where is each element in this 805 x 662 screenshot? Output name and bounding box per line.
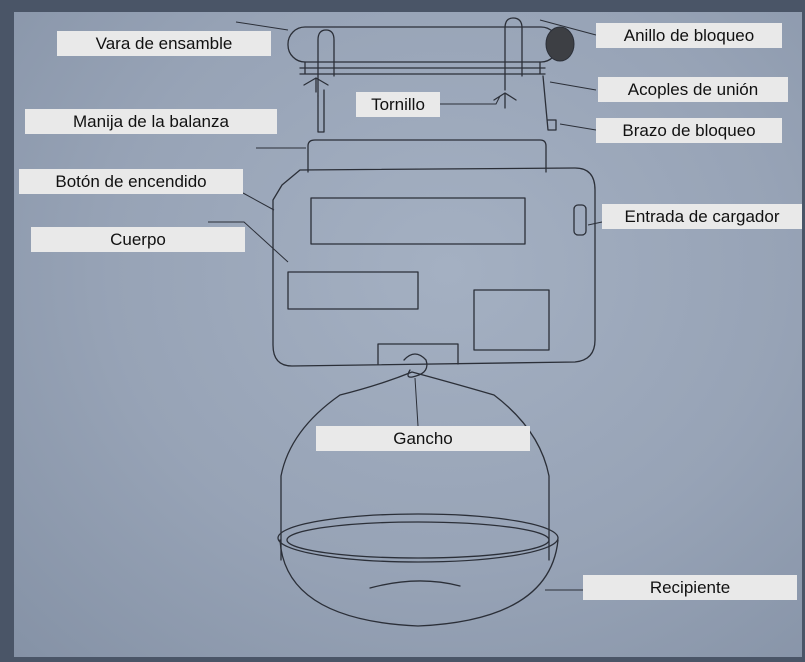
label-acoples-de-union: Acoples de unión <box>598 77 788 102</box>
hanging-bow <box>280 371 550 561</box>
label-brazo-de-bloqueo: Brazo de bloqueo <box>596 118 782 143</box>
label-tornillo: Tornillo <box>356 92 440 117</box>
label-manija-de-la-balanza: Manija de la balanza <box>25 109 277 134</box>
label-vara-de-ensamble: Vara de ensamble <box>57 31 271 56</box>
label-anillo-de-bloqueo: Anillo de bloqueo <box>596 23 782 48</box>
locking-arm <box>542 75 557 131</box>
label-gancho: Gancho <box>316 426 530 451</box>
label-boton-de-encendido: Botón de encendido <box>19 169 243 194</box>
scale-handle <box>307 139 547 173</box>
leader-lines <box>208 19 603 591</box>
assembly-rod <box>287 26 575 75</box>
label-entrada-de-cargador: Entrada de cargador <box>602 204 802 229</box>
scale-body <box>272 167 596 367</box>
bowl <box>277 513 559 627</box>
locking-rings <box>317 17 523 97</box>
label-recipiente: Recipiente <box>583 575 797 600</box>
label-cuerpo: Cuerpo <box>31 227 245 252</box>
hook <box>403 353 428 378</box>
wing-screws <box>303 77 517 133</box>
